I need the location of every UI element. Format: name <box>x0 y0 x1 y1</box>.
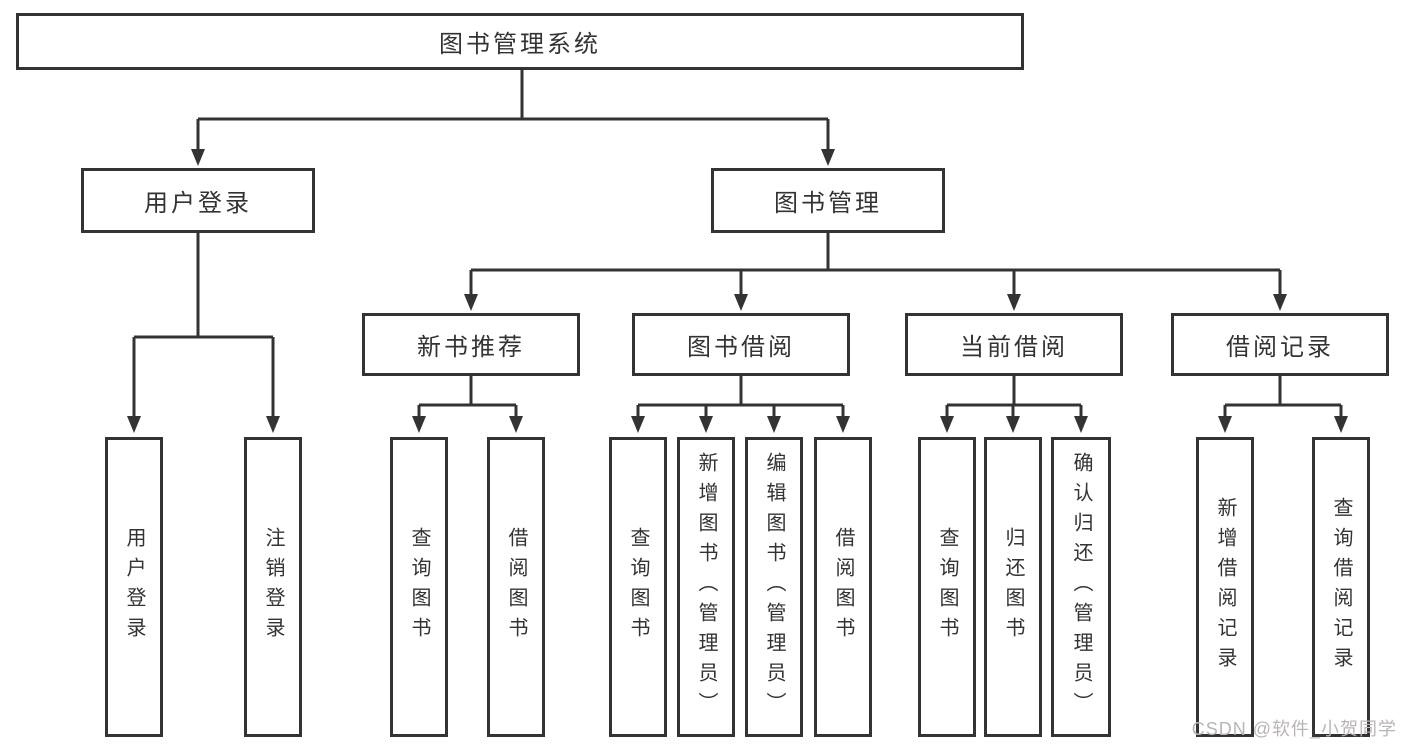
node-label: 确认归还（管理员） <box>1070 452 1092 722</box>
node-confirm-return-admin: 确认归还（管理员） <box>1051 437 1111 737</box>
node-label: 归还图书 <box>1002 527 1024 647</box>
node-user-login: 用户登录 <box>81 168 315 233</box>
node-label: 查询图书 <box>936 527 958 647</box>
node-logout: 注销登录 <box>244 437 302 737</box>
node-label: 查询图书 <box>627 527 649 647</box>
node-label: 借阅记录 <box>1226 334 1334 361</box>
csdn-watermark: CSDN @软件_小贺同学 <box>1191 719 1397 739</box>
node-label: 新书推荐 <box>417 334 525 361</box>
node-query-books-current: 查询图书 <box>918 437 976 737</box>
node-label: 当前借阅 <box>960 334 1068 361</box>
node-label: 查询借阅记录 <box>1330 497 1352 677</box>
node-book-borrow: 图书借阅 <box>632 313 850 376</box>
node-label: 新增图书（管理员） <box>695 452 717 722</box>
node-query-borrow-record: 查询借阅记录 <box>1312 437 1370 737</box>
node-label: 查询图书 <box>408 527 430 647</box>
node-label: 借阅图书 <box>505 527 527 647</box>
node-return-books: 归还图书 <box>984 437 1042 737</box>
node-add-books-admin: 新增图书（管理员） <box>677 437 735 737</box>
node-query-books-recommend: 查询图书 <box>390 437 448 737</box>
node-label: 图书管理 <box>774 190 882 217</box>
node-label: 用户登录 <box>123 527 145 647</box>
node-label: 注销登录 <box>262 527 284 647</box>
node-query-books-borrow: 查询图书 <box>609 437 667 737</box>
node-label: 借阅图书 <box>832 527 854 647</box>
node-label: 图书管理系统 <box>439 31 601 58</box>
node-user-login-leaf: 用户登录 <box>105 437 163 737</box>
node-current-borrow: 当前借阅 <box>905 313 1123 376</box>
node-edit-books-admin: 编辑图书（管理员） <box>745 437 803 737</box>
node-add-borrow-record: 新增借阅记录 <box>1196 437 1254 737</box>
node-label: 新增借阅记录 <box>1214 497 1236 677</box>
node-borrow-books-recommend: 借阅图书 <box>487 437 545 737</box>
node-label: 用户登录 <box>144 190 252 217</box>
node-borrow-books: 借阅图书 <box>814 437 872 737</box>
node-label: 编辑图书（管理员） <box>763 452 785 722</box>
node-book-management: 图书管理 <box>711 168 945 233</box>
node-label: 图书借阅 <box>687 334 795 361</box>
arrowhead-icons <box>127 149 1348 433</box>
node-library-management-system: 图书管理系统 <box>16 13 1024 70</box>
node-new-book-recommend: 新书推荐 <box>362 313 580 376</box>
node-borrow-records: 借阅记录 <box>1171 313 1389 376</box>
